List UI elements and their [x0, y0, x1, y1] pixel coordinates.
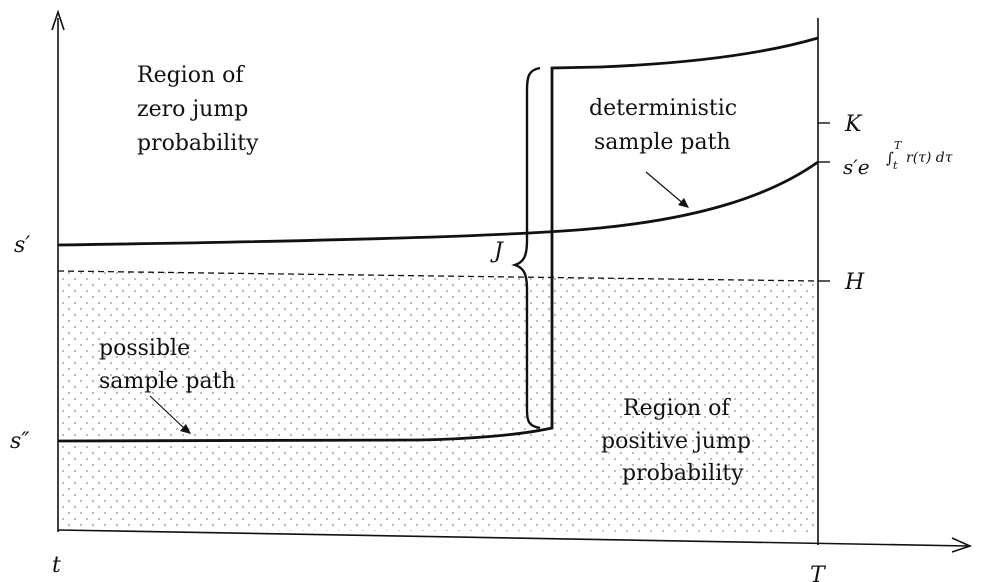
endpoint-formula-integral: ∫	[886, 149, 894, 167]
deterministic-sample-path	[57, 160, 819, 247]
axis-label-K: K	[844, 112, 863, 137]
jump-brace	[511, 66, 541, 430]
axis-label-s-double-prime: s″	[10, 429, 30, 454]
zero-region-label-line2: zero jump	[137, 97, 248, 122]
possible-pointer-line	[149, 395, 187, 431]
horizontal-axis	[57, 529, 969, 547]
positive-region-label-line2: positive jump	[601, 429, 751, 454]
possible-pointer-arrowhead	[180, 424, 191, 434]
endpoint-formula-integrand: r(τ) dτ	[906, 150, 953, 166]
zero-region-label-line3: probability	[137, 131, 259, 156]
positive-jump-region	[58, 271, 818, 532]
axis-label-t: t	[52, 553, 61, 578]
possible-sample-path	[57, 36, 819, 443]
zero-region-label-line1: Region of	[137, 63, 245, 88]
horizontal-axis-arrow	[951, 537, 973, 553]
deterministic-pointer-arrowhead	[678, 198, 689, 208]
axis-label-H: H	[844, 270, 865, 295]
positive-region-label-line1: Region of	[623, 396, 731, 421]
axis-label-T: T	[810, 563, 827, 582]
axis-label-s-prime: s′	[14, 233, 30, 258]
endpoint-formula-lower-limit: t	[893, 159, 898, 172]
deterministic-label-line1: deterministic	[589, 96, 737, 121]
positive-region-label-line3: probability	[622, 461, 744, 486]
endpoint-formula-base: s′e	[843, 155, 870, 179]
vertical-axis-arrow	[51, 9, 65, 31]
deterministic-pointer-line	[645, 171, 686, 206]
possible-label-line1: possible	[99, 336, 190, 361]
jump-label-J: J	[490, 239, 504, 264]
possible-label-line2: sample path	[99, 369, 236, 394]
barrier-dashed-line	[57, 270, 819, 282]
endpoint-formula-upper-limit: T	[894, 139, 903, 152]
deterministic-label-line2: sample path	[594, 130, 731, 155]
